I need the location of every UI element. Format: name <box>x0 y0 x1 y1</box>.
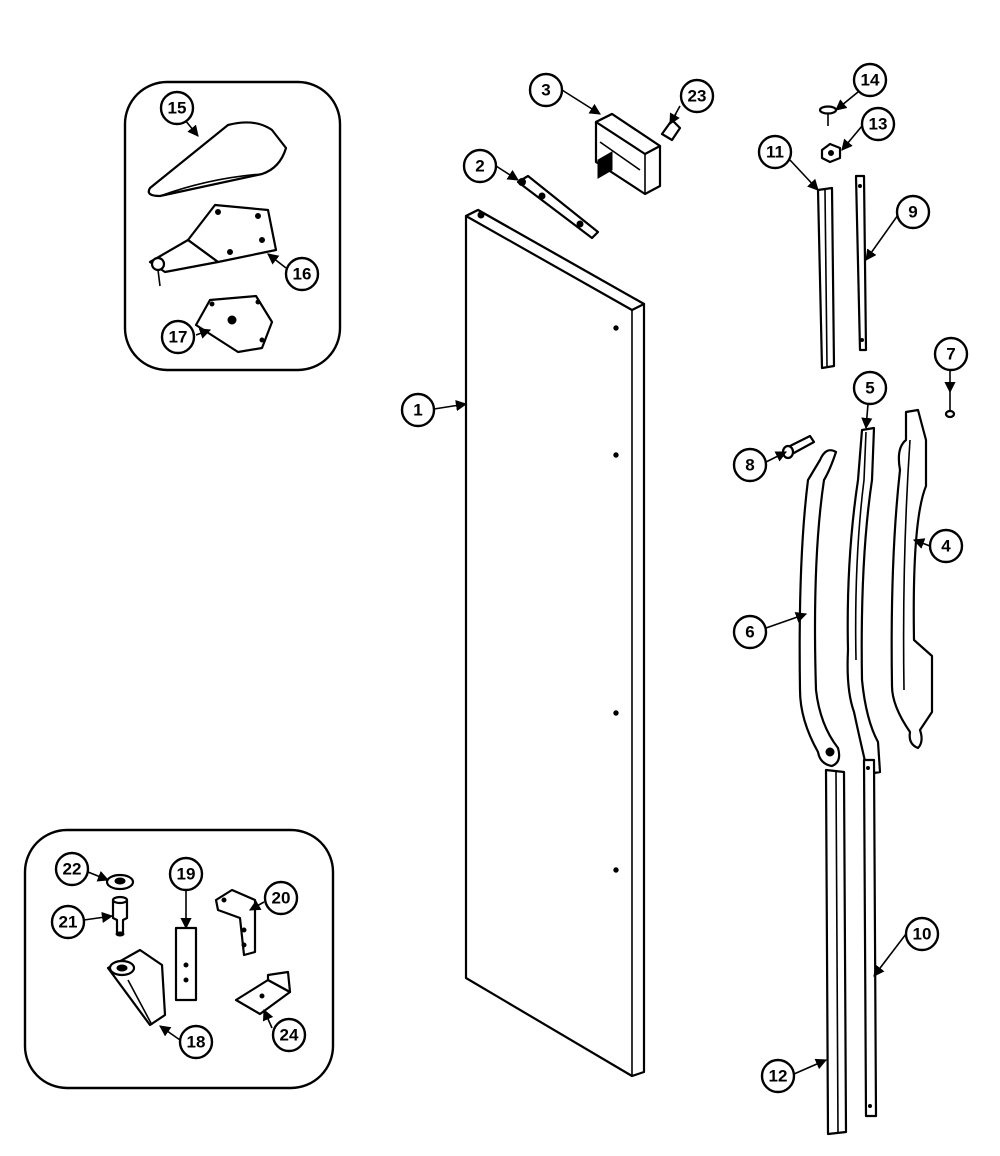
part-13-nut <box>820 142 842 164</box>
part-22-washer <box>105 873 135 891</box>
part-2-door-stop <box>516 174 600 240</box>
callout-16-label: 16 <box>293 265 312 284</box>
leader-lines <box>83 89 956 1075</box>
callout-1: 1 <box>400 392 436 428</box>
part-19-shim <box>174 926 198 1002</box>
part-1-door-panel <box>464 208 646 1078</box>
callout-22-label: 22 <box>63 860 82 879</box>
callout-23: 23 <box>679 78 715 114</box>
callout-5-label: 5 <box>865 379 874 398</box>
callout-4: 4 <box>928 528 964 564</box>
part-14-screw <box>818 105 838 126</box>
part-12-lower-trim <box>824 768 848 1136</box>
callout-7-label: 7 <box>946 345 955 364</box>
callout-9-label: 9 <box>908 203 917 222</box>
callout-19: 19 <box>168 856 204 892</box>
callout-21: 21 <box>50 904 86 940</box>
callout-22: 22 <box>54 851 90 887</box>
callout-6: 6 <box>732 614 768 650</box>
callout-6-label: 6 <box>745 623 754 642</box>
callout-17: 17 <box>160 319 196 355</box>
callout-2: 2 <box>462 148 498 184</box>
part-20-bracket <box>214 888 257 957</box>
inset-hinge-cover-parts <box>123 80 342 372</box>
callout-18: 18 <box>178 1024 214 1060</box>
callout-20-label: 20 <box>272 889 291 908</box>
callout-13: 13 <box>860 106 896 142</box>
part-24-small-bracket <box>234 970 292 1016</box>
part-21-hinge-pin <box>111 895 129 937</box>
callout-21-label: 21 <box>59 913 78 932</box>
callout-15: 15 <box>159 90 195 126</box>
part-17-hinge-pin-plate <box>194 294 274 354</box>
part-10-lower-trim <box>862 758 878 1118</box>
callout-8: 8 <box>732 447 768 483</box>
part-6-handle <box>798 449 841 768</box>
callout-9: 9 <box>895 194 931 230</box>
part-4-handle <box>890 408 934 750</box>
part-15-hinge-cover <box>147 121 288 198</box>
callout-3-label: 3 <box>541 81 550 100</box>
part-18-lower-hinge <box>106 948 167 1027</box>
callout-12: 12 <box>760 1058 796 1094</box>
callout-4-label: 4 <box>941 537 951 556</box>
callout-10: 10 <box>904 916 940 952</box>
callout-23-label: 23 <box>688 87 707 106</box>
part-16-hinge-plate <box>148 203 278 287</box>
part-8-screw <box>781 434 816 460</box>
callout-24: 24 <box>271 1017 307 1053</box>
part-9-trim-strip <box>854 174 868 352</box>
part-3-mount-block <box>594 112 662 196</box>
callout-19-label: 19 <box>177 865 196 884</box>
callout-13-label: 13 <box>869 115 888 134</box>
callout-17-label: 17 <box>169 328 188 347</box>
part-5-handle <box>846 426 882 776</box>
callout-8-label: 8 <box>745 456 754 475</box>
callout-10-label: 10 <box>913 925 932 944</box>
callout-15-label: 15 <box>168 99 187 118</box>
part-23-clip <box>660 113 682 142</box>
callout-1-label: 1 <box>413 401 422 420</box>
callout-11: 11 <box>757 134 793 170</box>
part-11-trim-strip <box>816 186 836 370</box>
callout-5: 5 <box>852 370 888 406</box>
callout-14-label: 14 <box>861 71 880 90</box>
callout-20: 20 <box>263 880 299 916</box>
callout-18-label: 18 <box>187 1033 206 1052</box>
part-7-screw <box>944 392 956 419</box>
callout-14: 14 <box>852 62 888 98</box>
inset-lower-hinge-parts <box>23 828 335 1090</box>
callout-2-label: 2 <box>475 157 484 176</box>
callout-12-label: 12 <box>769 1067 788 1086</box>
callout-3: 3 <box>528 72 564 108</box>
callout-7: 7 <box>933 336 969 372</box>
callout-24-label: 24 <box>280 1026 299 1045</box>
callout-16: 16 <box>284 256 320 292</box>
callout-11-label: 11 <box>766 143 784 162</box>
